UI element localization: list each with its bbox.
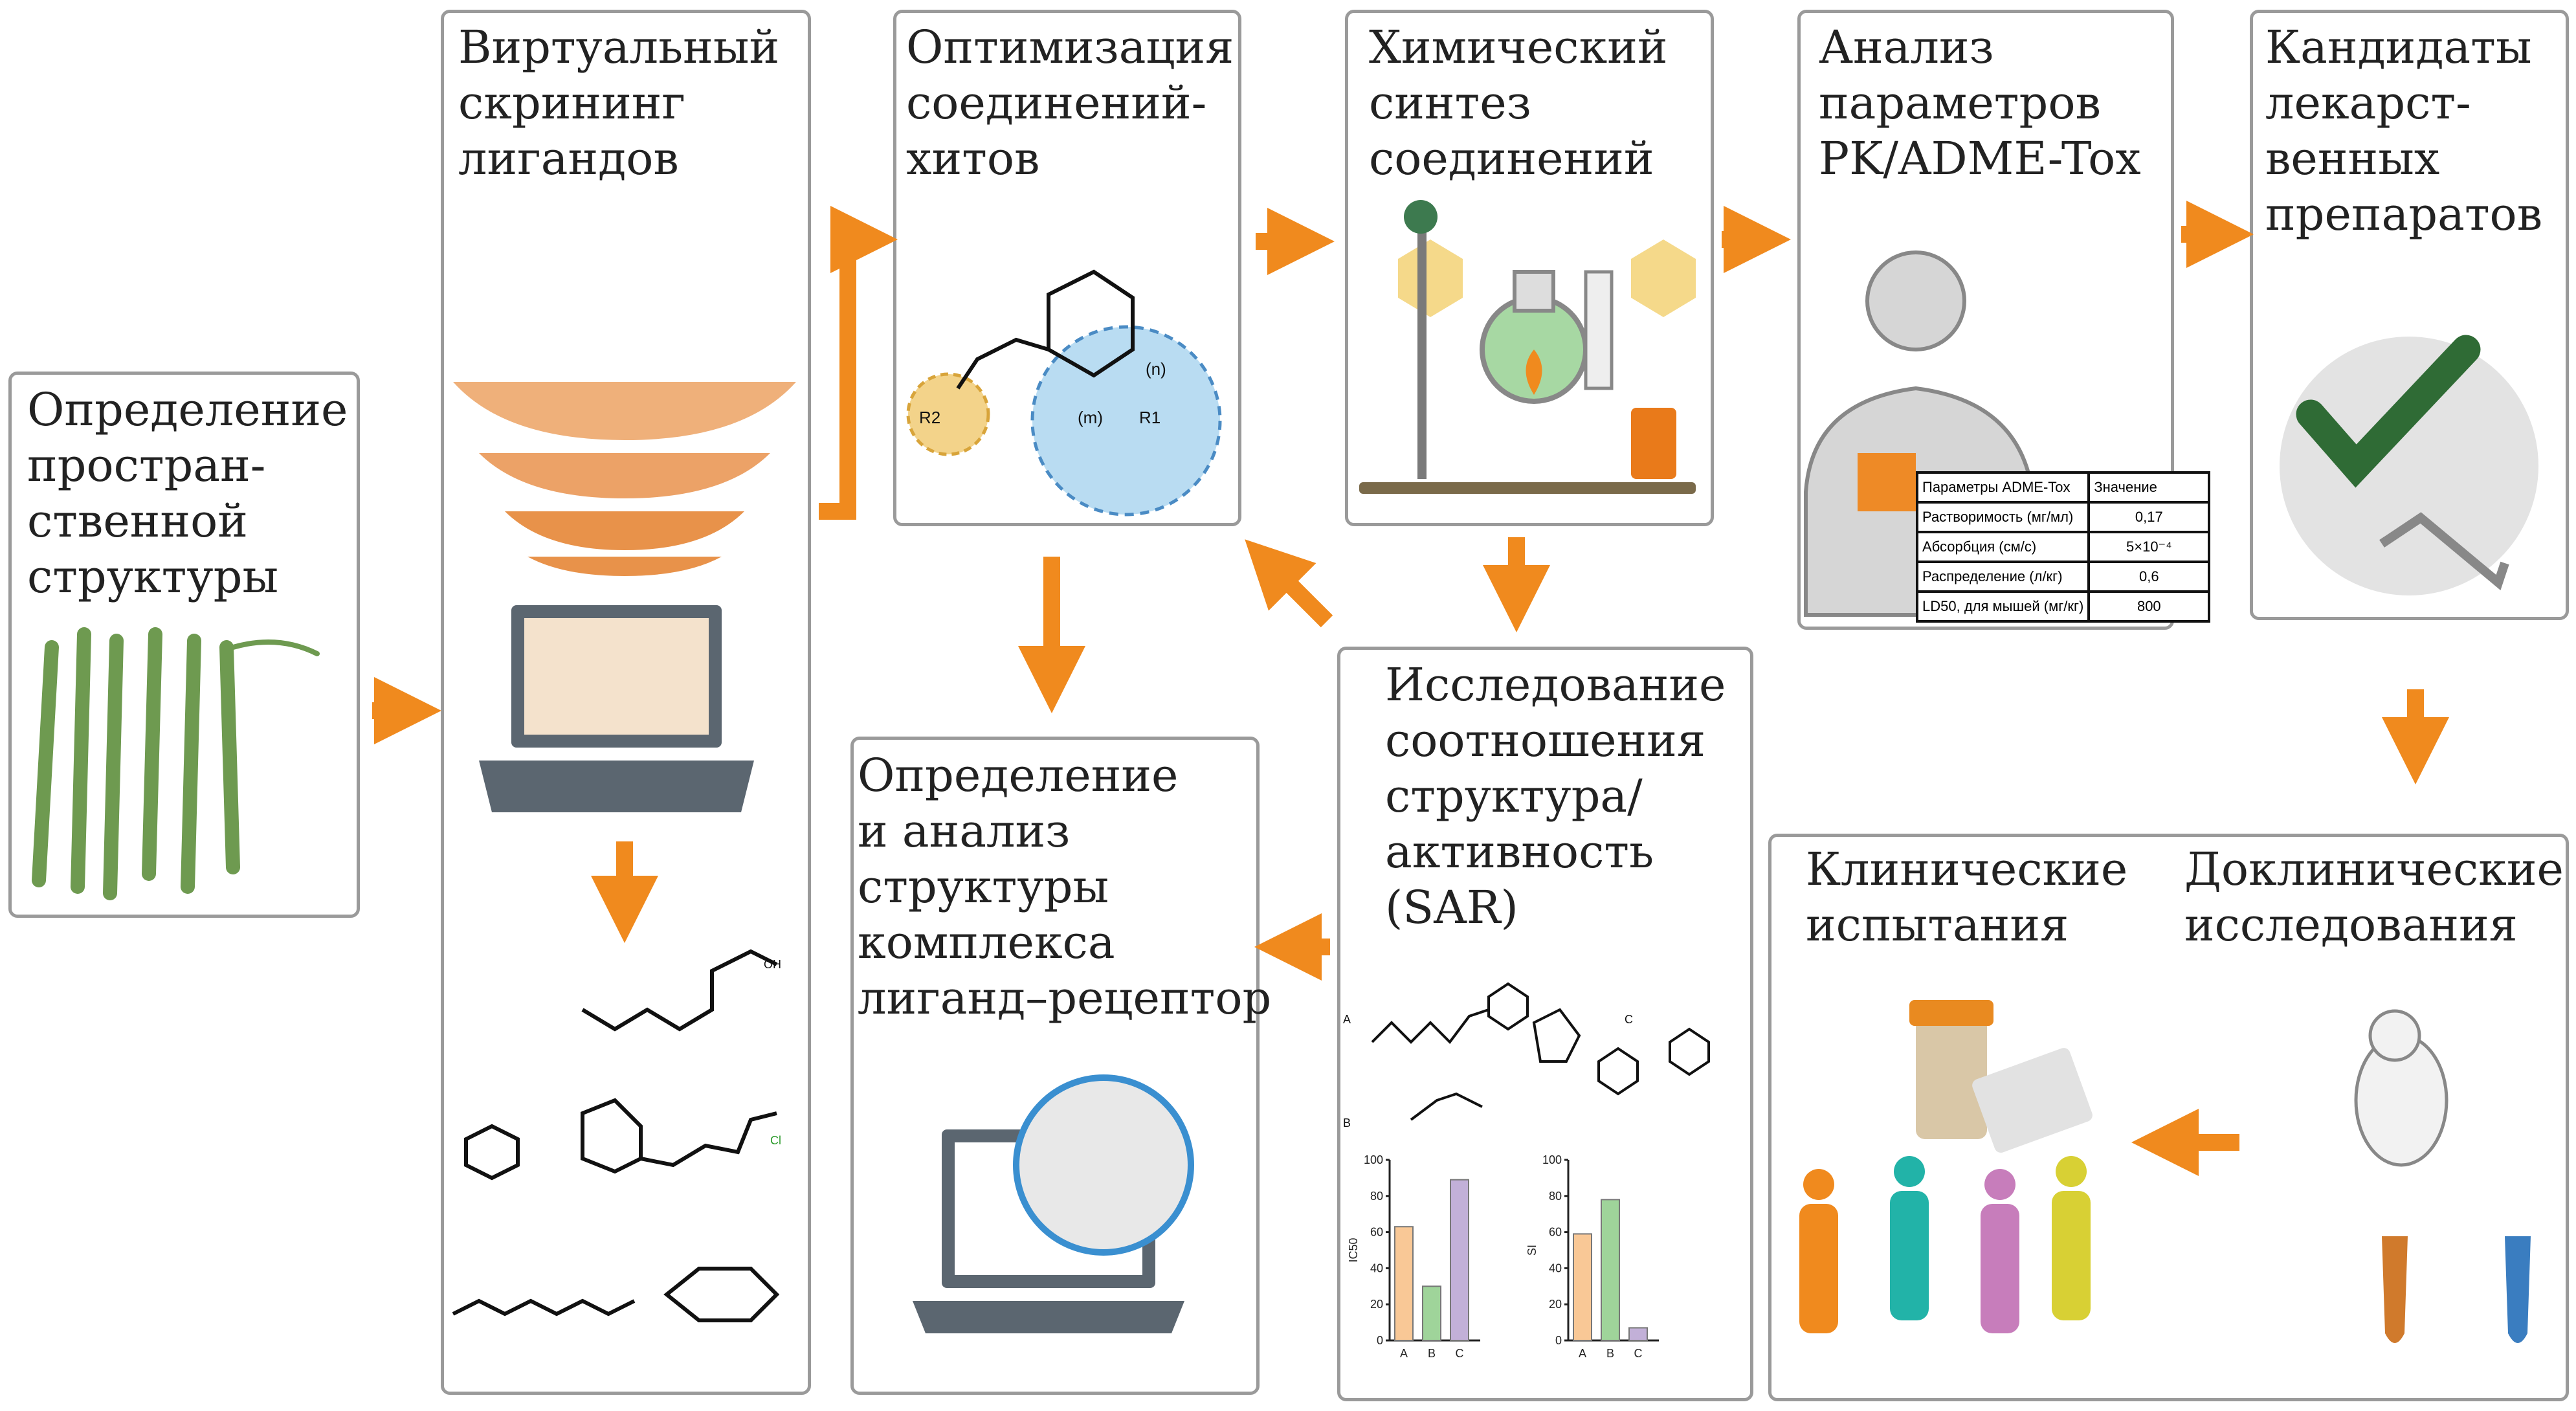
- title-clinical: Клинические испытания: [1806, 843, 2128, 951]
- bar-B: [1422, 1285, 1441, 1342]
- param-cell: LD50, для мышей (мг/кг): [1915, 590, 2091, 623]
- x-tick-label: A: [1400, 1347, 1408, 1360]
- y-tick-label: 60: [1370, 1226, 1383, 1239]
- y-axis-label: IC50: [1347, 1238, 1360, 1262]
- header-value: Значение: [2087, 471, 2211, 504]
- y-tick-label: 60: [1549, 1226, 1562, 1239]
- value-cell: 800: [2087, 590, 2211, 623]
- title-optimization: Оптимизация соединений- хитов: [906, 21, 1234, 185]
- laptop-complex-icon: [913, 1074, 1194, 1333]
- ligand-structures-icon: [452, 949, 780, 1322]
- param-cell: Распределение (л/кг): [1915, 561, 2091, 593]
- table-row: LD50, для мышей (мг/кг)800: [1915, 590, 2211, 623]
- label-r1: R1: [1139, 408, 1161, 427]
- y-tick-label: 20: [1549, 1298, 1562, 1311]
- y-tick-label: 80: [1370, 1190, 1383, 1203]
- title-complex: Определение и анализ структуры комплекса…: [858, 749, 1272, 1025]
- y-tick-label: 40: [1549, 1261, 1562, 1274]
- bar-A: [1394, 1226, 1414, 1341]
- sar-label-a: A: [1343, 1013, 1351, 1026]
- x-tick-label: B: [1606, 1347, 1614, 1360]
- x-tick-label: A: [1579, 1347, 1586, 1360]
- y-axis-label: SI: [1526, 1245, 1538, 1256]
- label-oh: OH: [764, 958, 781, 971]
- x-tick-label: C: [1634, 1347, 1643, 1360]
- lab-mouse-icon: [2354, 1009, 2448, 1167]
- value-cell: 0,6: [2087, 561, 2211, 593]
- test-tubes-icon: [2382, 1236, 2531, 1343]
- bar-A: [1573, 1233, 1592, 1342]
- sar-molecules-icon: [1371, 982, 1710, 1121]
- medicine-icon: [1909, 1000, 2093, 1153]
- title-candidates: Кандидаты лекарст- венных препаратов: [2265, 21, 2543, 241]
- y-tick-label: 100: [1542, 1153, 1562, 1166]
- y-tick-label: 0: [1377, 1334, 1383, 1347]
- screening-funnel-icon: [453, 382, 796, 576]
- title-preclinical: Доклинические исследования: [2184, 843, 2564, 951]
- title-structure: Определение простран- ственной структуры: [27, 383, 348, 603]
- x-tick-label: C: [1456, 1347, 1464, 1360]
- people-icon: [1799, 1156, 2091, 1333]
- param-cell: Растворимость (мг/мл): [1915, 501, 2091, 533]
- arrow-screening-to-optimization: [819, 206, 898, 520]
- arrow-sar-to-optimization: [1245, 539, 1333, 628]
- laptop-docking-icon: [479, 605, 754, 812]
- y-tick-label: 100: [1364, 1153, 1383, 1166]
- label-n: (n): [1146, 359, 1166, 379]
- title-sar: Исследование соотношения структура/ акти…: [1385, 658, 1726, 934]
- sar-label-b: B: [1343, 1117, 1351, 1129]
- hit-scaffold-icon: [906, 269, 1222, 517]
- bar-C: [1628, 1327, 1648, 1341]
- protein-structure-icon: [32, 627, 320, 900]
- value-cell: 0,17: [2087, 501, 2211, 533]
- x-tick-label: B: [1428, 1347, 1436, 1360]
- y-tick-label: 40: [1370, 1261, 1383, 1274]
- title-screening: Виртуальный скрининг лигандов: [458, 21, 780, 185]
- table-row: Растворимость (мг/мл)0,17: [1915, 501, 2211, 533]
- title-synthesis: Химический синтез соединений: [1369, 21, 1668, 185]
- drug-candidate-icon: [2280, 335, 2538, 595]
- param-cell: Абсорбция (см/с): [1915, 531, 2091, 563]
- title-adme: Анализ параметров PK/ADME-Tox: [1819, 21, 2141, 185]
- header-parameter: Параметры ADME-Tox: [1915, 471, 2091, 504]
- y-tick-label: 80: [1549, 1190, 1562, 1203]
- table-row: Распределение (л/кг)0,6: [1915, 561, 2211, 593]
- bar-B: [1601, 1199, 1620, 1341]
- chemical-synthesis-icon: [1359, 200, 1696, 494]
- label-m: (m): [1078, 408, 1103, 427]
- value-cell: 5×10⁻⁴: [2087, 531, 2211, 563]
- table-row: Абсорбция (см/с)5×10⁻⁴: [1915, 531, 2211, 563]
- label-cl: Cl: [770, 1134, 781, 1147]
- y-tick-label: 0: [1555, 1334, 1562, 1347]
- bar-C: [1450, 1179, 1469, 1341]
- y-tick-label: 20: [1370, 1298, 1383, 1311]
- label-r2: R2: [919, 408, 941, 427]
- sar-label-c: C: [1625, 1013, 1633, 1026]
